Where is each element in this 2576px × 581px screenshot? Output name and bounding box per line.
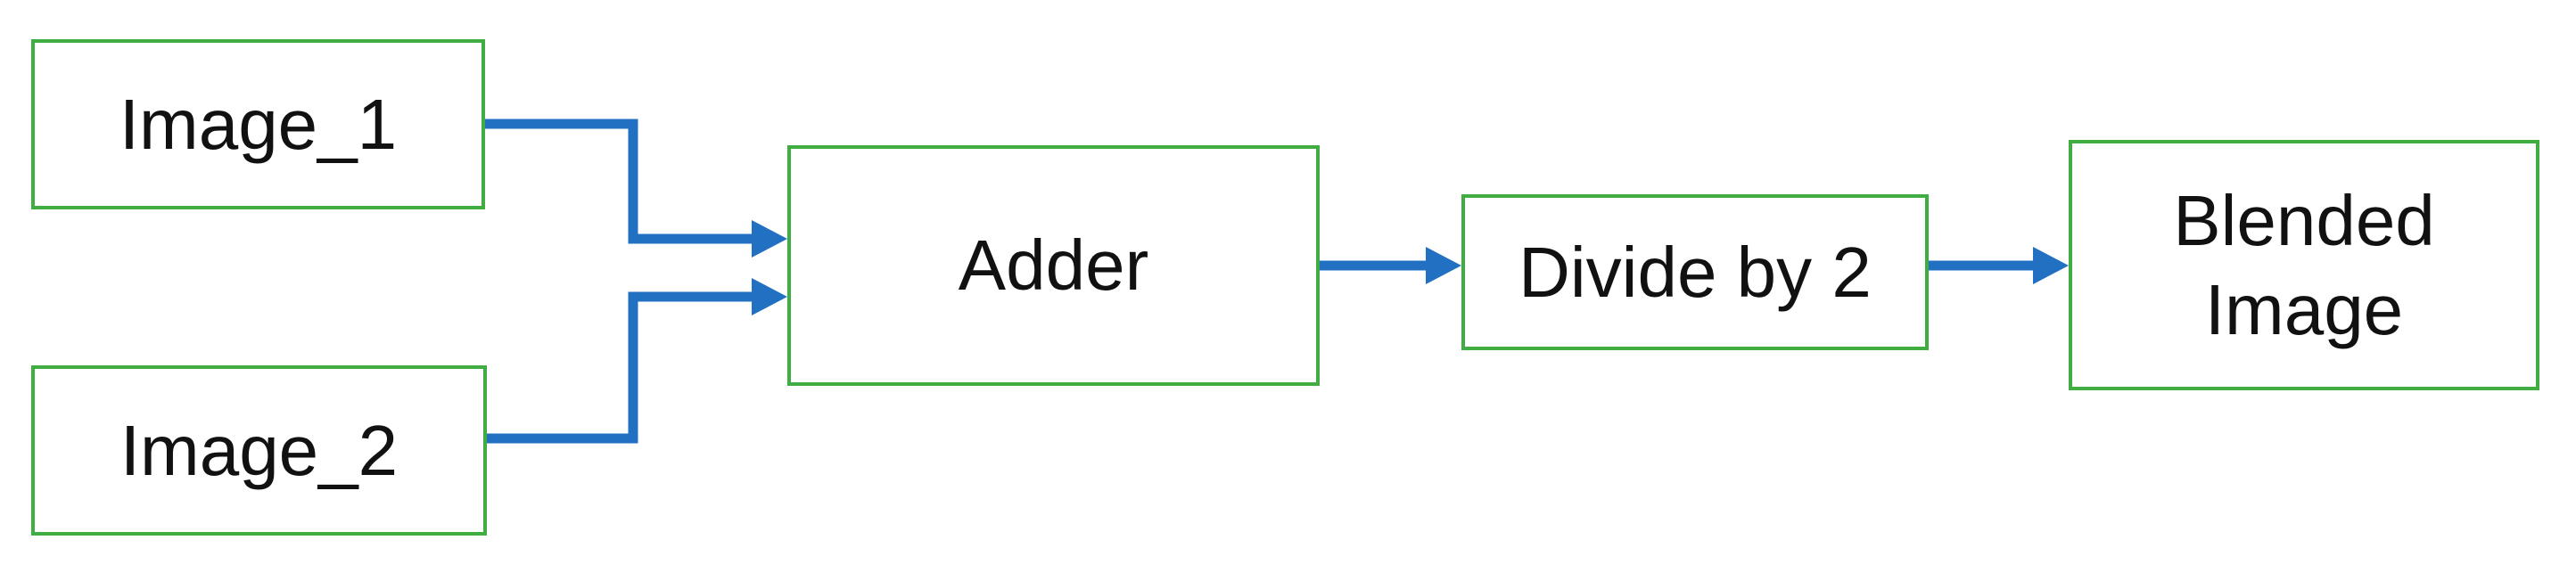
node-divide-by-2: Divide by 2 xyxy=(1461,194,1929,350)
arrowhead-image2-to-adder-icon xyxy=(752,278,787,315)
node-divide-by-2-label: Divide by 2 xyxy=(1518,232,1872,312)
node-adder: Adder xyxy=(787,145,1320,386)
node-adder-label: Adder xyxy=(958,225,1149,305)
connector-image2-to-adder-line xyxy=(487,291,753,444)
connector-image1-to-adder-line xyxy=(485,119,753,244)
connector-divide-to-blended xyxy=(1929,247,2069,284)
node-image-1: Image_1 xyxy=(31,39,485,209)
node-blended-image: Blended Image xyxy=(2069,140,2539,390)
node-image-1-label: Image_1 xyxy=(119,84,398,164)
connector-image2-to-adder xyxy=(487,278,787,444)
arrowhead-divide-to-blended-icon xyxy=(2033,247,2069,284)
arrowhead-image1-to-adder-icon xyxy=(752,220,787,258)
node-blended-image-label: Blended Image xyxy=(2173,180,2435,349)
arrowhead-adder-to-divide-icon xyxy=(1426,247,1461,284)
connector-image1-to-adder xyxy=(485,119,787,258)
connector-adder-to-divide xyxy=(1320,247,1461,284)
node-image-2: Image_2 xyxy=(31,365,487,536)
node-image-2-label: Image_2 xyxy=(119,410,399,490)
